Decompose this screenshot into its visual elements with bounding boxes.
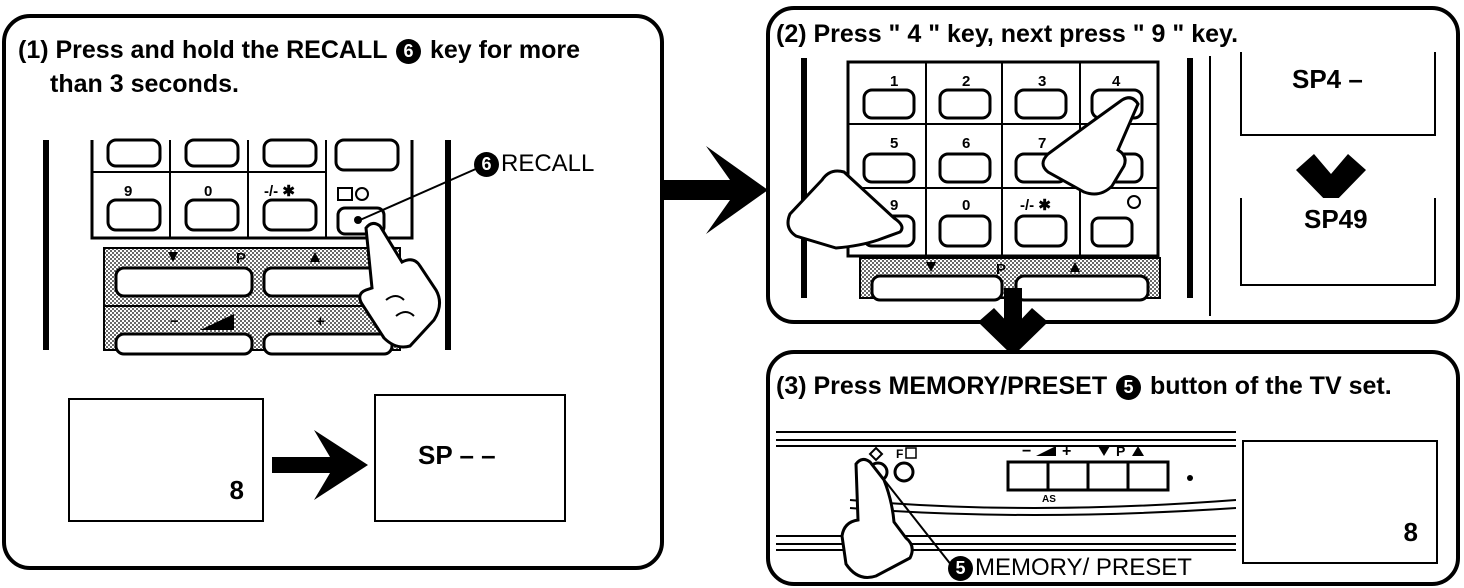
key-0-label: 0	[204, 183, 212, 200]
screen-after-value: SP – –	[418, 440, 496, 470]
p-up-arrow-icon	[310, 252, 320, 262]
keypad-key-6[interactable]	[938, 152, 992, 184]
screen-sp49: SP49	[1240, 198, 1436, 286]
step2-p-down-key[interactable]	[870, 274, 1004, 302]
diamond-icon	[868, 446, 884, 462]
key-7-label: 7	[1038, 135, 1046, 152]
remote-key-9[interactable]	[106, 198, 162, 232]
step1-title: (1) Press and hold the RECALL 6 key for …	[18, 34, 580, 66]
screen-sp4-value: SP4 –	[1292, 64, 1363, 94]
key-dash-label: -/- ✱	[264, 183, 295, 200]
key-5-label: 5	[890, 135, 898, 152]
screen-sp4: SP4 –	[1240, 52, 1436, 136]
recall-callout-label: RECALL	[501, 150, 595, 177]
step3-title: (3) Press MEMORY/PRESET 5 button of the …	[776, 370, 1392, 402]
tv-vol-plus-button[interactable]	[1046, 460, 1090, 492]
step2-p-label: P	[996, 261, 1006, 278]
keypad-key-0[interactable]	[938, 214, 992, 248]
indicator-dot-icon	[1187, 475, 1193, 481]
tv-minus-label: −	[1022, 443, 1031, 460]
key-0-label-2: 0	[962, 197, 970, 214]
key-dash-label-2: -/- ✱	[1020, 197, 1051, 214]
step2-down-arrow-icon	[1296, 154, 1366, 206]
screen-before-value: 8	[229, 475, 244, 505]
key-2-label: 2	[962, 73, 970, 90]
keypad-key-2[interactable]	[938, 88, 992, 120]
as-label: AS	[1042, 494, 1056, 505]
key-3-label: 3	[1038, 73, 1046, 90]
key-6-label: 6	[962, 135, 970, 152]
screen-sp49-value: SP49	[1304, 204, 1368, 234]
key-1-label: 1	[890, 73, 898, 90]
step3-title-end: button of the TV set.	[1150, 372, 1392, 400]
hand-pressing-4-icon	[1041, 96, 1140, 196]
tv-p-up-arrow-icon	[1132, 446, 1144, 456]
step2-p-up-arrow-icon	[1070, 262, 1080, 272]
tv-volume-icon	[1036, 446, 1056, 456]
step1-remote-illustration: 9 0 -/- ✱ P − +	[43, 138, 479, 500]
step2-title: (2) Press " 4 " key, next press " 9 " ke…	[776, 20, 1239, 48]
screen-step3-value: 8	[1403, 517, 1418, 547]
screen-before: 8	[68, 398, 264, 522]
tv-p-up-button[interactable]	[1126, 460, 1170, 492]
remote-key-top3[interactable]	[262, 138, 318, 168]
vol-minus-label: −	[170, 313, 179, 330]
memory-callout-label: MEMORY/ PRESET	[975, 554, 1192, 581]
remote-key-dash[interactable]	[262, 198, 318, 232]
vol-plus-key[interactable]	[262, 332, 394, 356]
tv-p-down-arrow-icon	[1098, 446, 1110, 456]
pointing-hand-icon	[358, 221, 441, 349]
keypad-key-5[interactable]	[862, 152, 916, 184]
screen-step3: 8	[1242, 440, 1438, 564]
tv-p-down-button[interactable]	[1086, 460, 1130, 492]
recall-badge-icon: 6	[395, 38, 421, 64]
vol-minus-key[interactable]	[114, 332, 254, 356]
hand-pressing-preset-icon	[840, 457, 914, 579]
remote-key-top4[interactable]	[334, 138, 400, 172]
screen-after: SP – –	[374, 394, 566, 522]
p-down-key[interactable]	[114, 266, 254, 298]
remote-key-top1[interactable]	[106, 138, 162, 168]
step2-p-down-arrow-icon	[926, 262, 936, 272]
f-label: F	[896, 447, 903, 461]
volume-icon	[200, 314, 234, 330]
remote-key-top2[interactable]	[184, 138, 240, 168]
key-9-label: 9	[124, 183, 132, 200]
f-button[interactable]	[893, 461, 915, 483]
memory-callout-badge-icon: 5	[948, 556, 973, 582]
tv-front-panel-illustration: F PT − + P AS	[776, 431, 1236, 579]
recall-callout-badge-icon: 6	[474, 152, 499, 178]
key-4-label: 4	[1112, 73, 1121, 90]
tv-plus-label: +	[1062, 443, 1071, 460]
step1-title-end: key for more	[429, 36, 580, 64]
step2-to-step3-arrow-icon	[978, 288, 1048, 356]
tv-vol-minus-button[interactable]	[1006, 460, 1050, 492]
remote-key-0[interactable]	[184, 198, 240, 232]
step1-subtitle: than 3 seconds.	[50, 70, 239, 98]
step3-title-start: (3) Press MEMORY/PRESET	[776, 372, 1108, 400]
p-down-arrow-icon	[168, 252, 178, 262]
step2-keypad-illustration: 1 2 3 4 5 6 7 8 9 0 -/- ✱ P	[786, 56, 1211, 316]
keypad-key-3[interactable]	[1014, 88, 1068, 120]
tv-p-label: P	[1116, 443, 1125, 459]
keypad-key-1[interactable]	[862, 88, 916, 120]
vol-plus-label: +	[316, 313, 325, 330]
hand-pressing-9-icon	[786, 169, 904, 250]
keypad-key-dash[interactable]	[1014, 214, 1068, 248]
step1-arrow-icon	[272, 430, 368, 500]
memory-badge-icon: 5	[1116, 374, 1142, 400]
panel-connector-arrow-icon	[664, 146, 768, 234]
key-9-label-2: 9	[890, 197, 898, 214]
p-label: P	[236, 250, 246, 267]
keypad-key-recall[interactable]	[1090, 216, 1134, 248]
step1-title-text: (1) Press and hold the RECALL	[18, 36, 388, 64]
